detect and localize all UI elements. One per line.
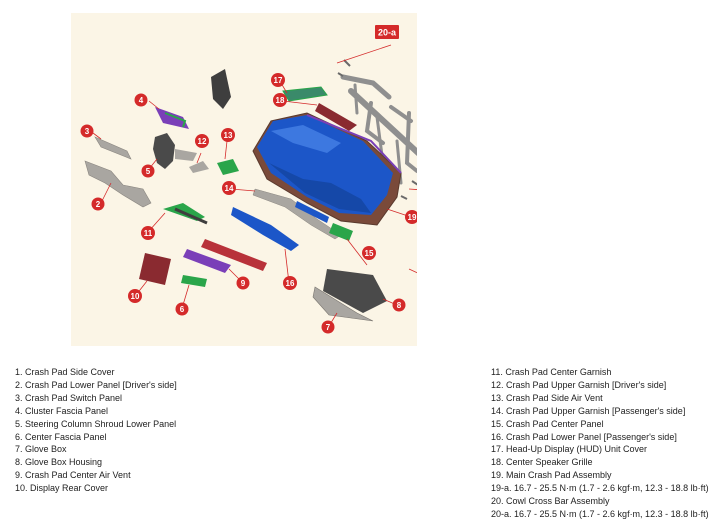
lower-panel-driver-part	[84, 160, 152, 208]
legend-item: 18. Center Speaker Grille	[491, 457, 593, 468]
callout-2: 2	[91, 197, 105, 211]
speaker-grille-part	[315, 103, 357, 131]
callout-7: 7	[321, 320, 335, 334]
svg-text:15: 15	[365, 249, 374, 258]
exploded-parts-diagram: 1 2 3 4 5 6 7 8 9 10 11 12 13 14 15 16 1…	[71, 13, 417, 346]
legend-item: 13. Crash Pad Side Air Vent	[491, 392, 603, 403]
legend-item: 15. Crash Pad Center Panel	[491, 418, 604, 429]
legend-item: 10. Display Rear Cover	[15, 483, 109, 494]
svg-text:10: 10	[131, 292, 140, 301]
callout-10: 10	[128, 289, 142, 303]
lower-panel-passenger-part	[231, 207, 299, 251]
legend-item: 20-a. 16.7 - 25.5 N·m (1.7 - 2.6 kgf·m, …	[491, 508, 709, 519]
legend-item: 7. Glove Box	[15, 444, 67, 455]
callout-19: 19	[405, 210, 417, 224]
legend-item: 16. Crash Pad Lower Panel [Passenger's s…	[491, 431, 677, 442]
callout-15: 15	[362, 246, 376, 260]
svg-text:4: 4	[139, 96, 144, 105]
legend-right-column: 11. Crash Pad Center Garnish 12. Crash P…	[491, 366, 709, 521]
legend-item: 20. Cowl Cross Bar Assembly	[491, 496, 610, 507]
leader-lines	[92, 44, 417, 327]
legend-item: 19-a. 16.7 - 25.5 N·m (1.7 - 2.6 kgf·m, …	[491, 483, 709, 494]
callout-8: 8	[392, 298, 406, 312]
legend-item: 2. Crash Pad Lower Panel [Driver's side]	[15, 379, 177, 390]
svg-text:19: 19	[408, 213, 417, 222]
callout-11: 11	[141, 226, 155, 240]
center-fascia-part	[181, 275, 207, 287]
svg-text:5: 5	[146, 167, 151, 176]
legend-left-column: 1. Crash Pad Side Cover 2. Crash Pad Low…	[15, 366, 177, 495]
switch-panel-part	[94, 136, 132, 160]
svg-text:6: 6	[180, 305, 185, 314]
callout-18: 18	[273, 93, 287, 107]
svg-text:20-a: 20-a	[378, 28, 397, 38]
svg-text:18: 18	[276, 96, 285, 105]
upper-garnish-driver-part	[189, 161, 209, 173]
legend-item: 5. Steering Column Shroud Lower Panel	[15, 418, 177, 429]
steering-shroud-part	[153, 133, 175, 169]
legend-item: 8. Glove Box Housing	[15, 457, 103, 468]
svg-text:14: 14	[225, 184, 234, 193]
svg-text:11: 11	[144, 229, 153, 238]
callout-12: 12	[195, 134, 209, 148]
glove-box-part	[312, 286, 374, 322]
svg-text:13: 13	[224, 131, 233, 140]
callout-5: 5	[141, 164, 155, 178]
svg-text:7: 7	[326, 323, 331, 332]
callout-4: 4	[134, 93, 148, 107]
svg-text:12: 12	[198, 137, 207, 146]
svg-text:3: 3	[85, 127, 90, 136]
legend-item: 9. Crash Pad Center Air Vent	[15, 470, 131, 481]
glove-box-housing-part	[323, 269, 387, 313]
legend-item: 4. Cluster Fascia Panel	[15, 405, 109, 416]
callout-9: 9	[236, 276, 250, 290]
callout-17: 17	[271, 73, 285, 87]
legend-item: 6. Center Fascia Panel	[15, 431, 107, 442]
svg-text:17: 17	[274, 76, 283, 85]
bolt-19a-group	[400, 180, 417, 200]
callout-6: 6	[175, 302, 189, 316]
svg-text:8: 8	[397, 301, 402, 310]
center-air-vent-part	[201, 239, 267, 271]
legend-item: 11. Crash Pad Center Garnish	[491, 367, 612, 377]
bolt-20a-group	[337, 59, 351, 77]
display-rear-cover-part	[139, 253, 171, 285]
torque-tag-20a: 20-a	[375, 25, 399, 39]
hud-cover-part	[282, 86, 328, 102]
legend-item: 3. Crash Pad Switch Panel	[15, 392, 123, 403]
legend-item: 1. Crash Pad Side Cover	[15, 367, 115, 377]
svg-text:16: 16	[286, 279, 295, 288]
callout-16: 16	[283, 276, 297, 290]
cluster-fascia-part	[155, 107, 189, 129]
callout-3: 3	[80, 124, 94, 138]
upper-cover-part	[211, 69, 231, 109]
legend-item: 19. Main Crash Pad Assembly	[491, 470, 612, 481]
legend-item: 12. Crash Pad Upper Garnish [Driver's si…	[491, 379, 667, 390]
legend-item: 14. Crash Pad Upper Garnish [Passenger's…	[491, 405, 686, 416]
svg-text:2: 2	[96, 200, 101, 209]
svg-text:9: 9	[241, 279, 246, 288]
side-air-vent-part	[217, 159, 239, 175]
legend-item: 17. Head-Up Display (HUD) Unit Cover	[491, 444, 648, 455]
center-panel-part	[329, 223, 353, 241]
cowl-cross-bar-part	[340, 74, 417, 185]
callout-13: 13	[221, 128, 235, 142]
callout-14: 14	[222, 181, 236, 195]
main-crash-pad-part	[252, 112, 402, 226]
